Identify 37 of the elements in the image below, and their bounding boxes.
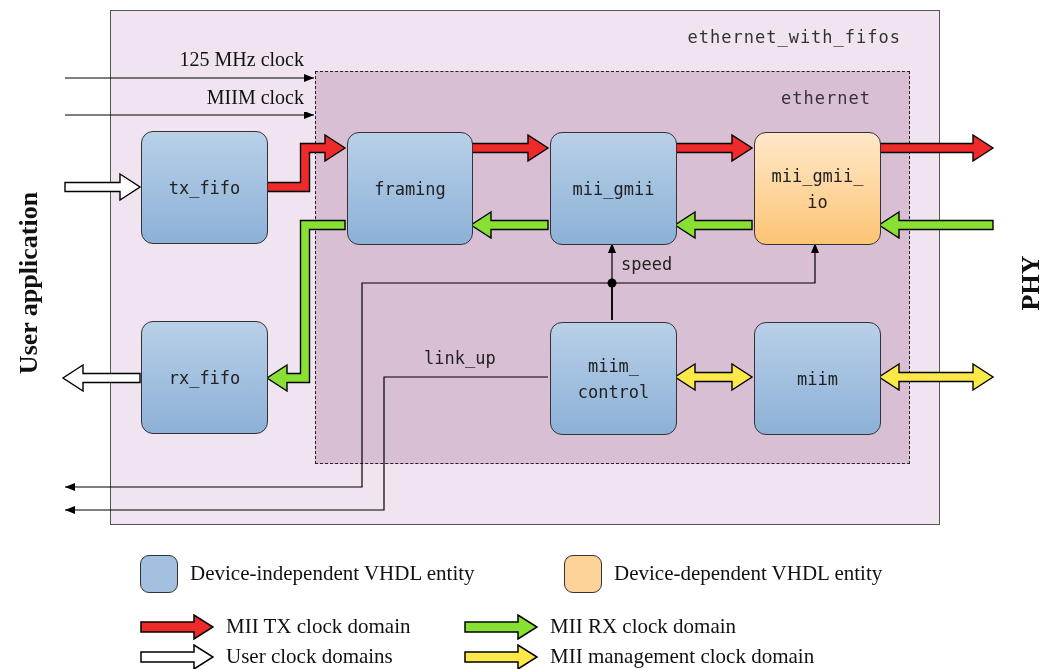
signal-arrow (878, 133, 995, 163)
signal-line (64, 74, 315, 82)
legend-text: User clock domains (226, 643, 393, 669)
entity-name: framing (373, 177, 447, 201)
entity-name: mii_gmii (571, 177, 656, 201)
entity-name: tx_fifo (167, 176, 242, 200)
signal-arrow (265, 219, 346, 393)
signal-arrow (61, 363, 141, 393)
entity-box (347, 132, 473, 245)
legend-text: Device-independent VHDL entity (190, 560, 475, 588)
entity-box (754, 322, 881, 435)
signal-arrow (674, 133, 754, 163)
entity-box (754, 132, 881, 245)
entity-name: miim (796, 367, 839, 391)
entity-box (550, 322, 677, 435)
legend-text: MII management clock domain (550, 643, 815, 669)
container-title: ethernet (781, 87, 871, 110)
entity-box (550, 132, 677, 245)
entity-name: mii_gmii_ io (770, 164, 865, 214)
signal-arrow (64, 172, 142, 202)
signal-line (64, 376, 549, 514)
legend-text: Device-dependent VHDL entity (614, 560, 883, 588)
signal-line (64, 282, 613, 491)
side-label: PHY (1014, 255, 1042, 311)
signal-line (64, 111, 315, 119)
signal-arrow (266, 133, 347, 193)
entity-name: miim_ control (576, 354, 651, 404)
legend-text: MII RX clock domain (550, 613, 737, 640)
legend-text: MII TX clock domain (226, 613, 411, 640)
entity-box (141, 321, 268, 434)
signal-arrow (470, 133, 550, 163)
container-title: ethernet_with_fifos (687, 26, 901, 49)
entity-box (141, 131, 268, 244)
entity-container (110, 10, 940, 525)
entity-name: rx_fifo (167, 366, 242, 390)
dashed-entity-container (315, 71, 910, 464)
side-label: User application (12, 191, 44, 375)
